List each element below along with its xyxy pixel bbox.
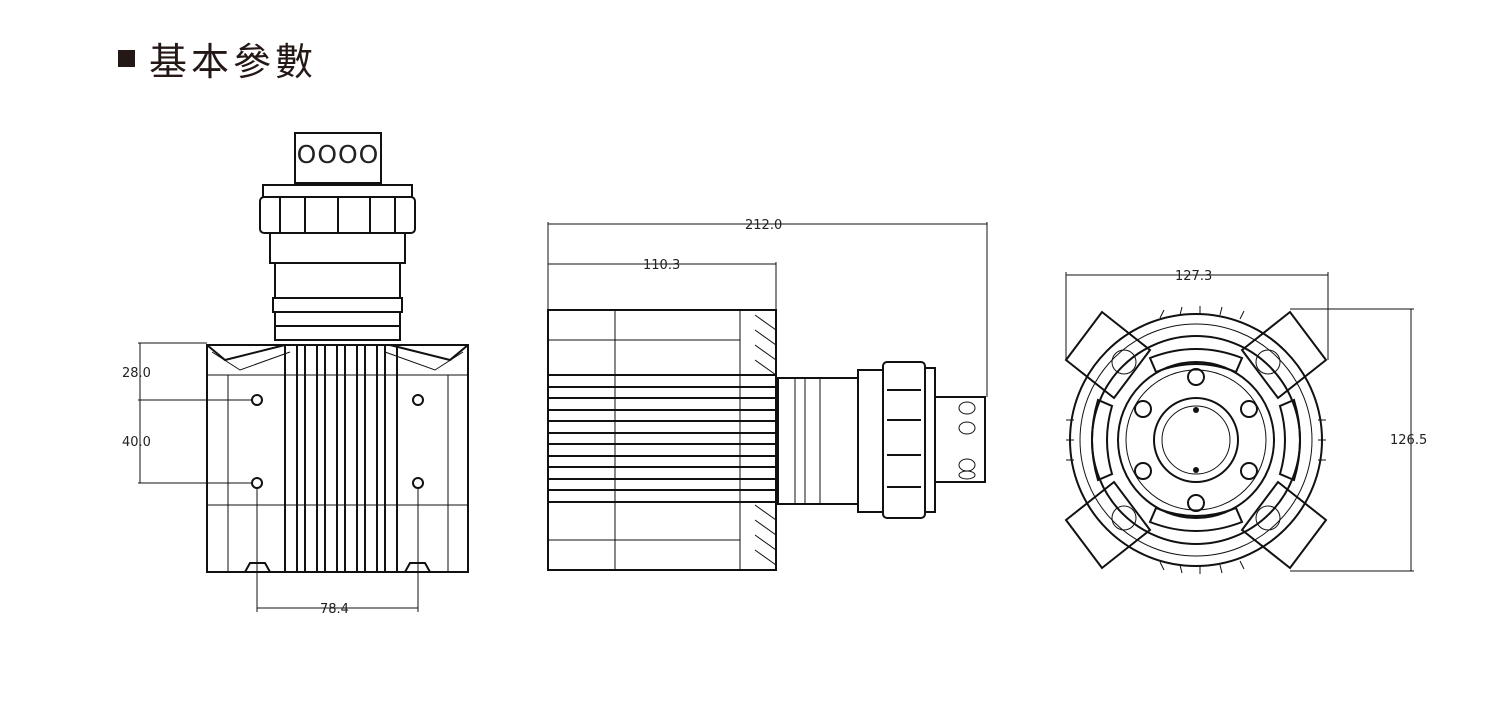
side-fins [547, 374, 777, 503]
corner-lugs [1064, 310, 1328, 570]
dim-end-width: 127.3 [1175, 269, 1212, 284]
dim-end-height: 126.5 [1390, 433, 1427, 448]
front-view: OOOO [122, 132, 469, 617]
dim-front-height-upper: 28.0 [122, 366, 151, 381]
dim-side-total-length: 212.0 [745, 218, 782, 233]
end-view: 127.3 126.5 [1064, 269, 1427, 574]
side-view: 212.0 110.3 [547, 218, 988, 571]
section-title: 基本參數 [149, 39, 318, 84]
dim-front-width: 78.4 [320, 602, 349, 617]
title-bullet-square [118, 49, 135, 67]
dim-front-height-lower: 40.0 [122, 435, 151, 450]
section-header: 基本參數 [118, 34, 317, 84]
dim-side-body-length: 110.3 [643, 258, 680, 273]
front-fins [284, 344, 398, 573]
connector-pin-label: OOOO [297, 140, 380, 169]
